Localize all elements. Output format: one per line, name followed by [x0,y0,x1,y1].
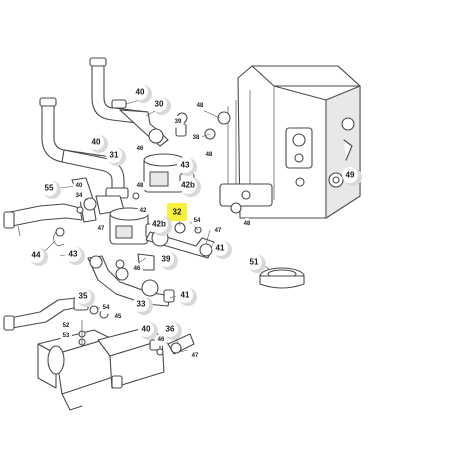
callout-30: 30 [151,96,171,115]
svg-text:35: 35 [79,292,88,301]
svg-text:55: 55 [45,184,54,193]
svg-text:42b: 42b [181,181,195,190]
callout-38: 38 [190,132,202,144]
clips-orings [17,111,242,356]
svg-text:33: 33 [137,300,146,309]
svg-text:42b: 42b [152,220,166,229]
callout-39: 39 [172,116,184,128]
callout-44: 44 [28,247,48,266]
boiler-housing [219,65,361,219]
callout-35: 35 [75,288,95,307]
callout-36: 36 [162,321,182,340]
callout-labels: 40 30 39 38 48 48 40 31 46 43 48 42b 49 … [28,84,362,362]
svg-text:54: 54 [103,305,110,311]
svg-text:52: 52 [63,323,70,329]
svg-text:53: 53 [63,333,70,339]
svg-text:48: 48 [197,103,204,109]
callout-43: 43 [177,157,197,176]
callout-45: 45 [112,311,124,323]
callout-54: 54 [191,215,203,227]
heat-exchanger [37,325,165,411]
callout-42: 42 [137,205,149,217]
callout-47: 47 [189,350,201,362]
callout-41: 41 [177,287,197,306]
svg-text:42: 42 [140,208,147,214]
svg-text:34: 34 [76,193,83,199]
callout-54: 54 [100,302,112,314]
upper-left-pipes [39,57,169,171]
callout-47: 47 [95,223,107,235]
hose-51 [259,267,305,289]
svg-text:43: 43 [181,161,190,170]
callout-43: 43 [65,246,85,265]
callout-40: 40 [132,84,152,103]
svg-text:40: 40 [142,325,151,334]
callout-48: 48 [134,180,146,192]
svg-text:40: 40 [76,183,83,189]
callout-48: 48 [203,149,215,161]
svg-text:46: 46 [158,337,165,343]
svg-text:54: 54 [194,218,201,224]
callout-52: 52 [60,320,72,332]
svg-text:46: 46 [137,146,144,152]
callout-34: 34 [73,190,85,202]
svg-text:51: 51 [250,258,259,267]
svg-text:40: 40 [92,138,101,147]
svg-text:39: 39 [162,255,171,264]
svg-text:47: 47 [192,353,199,359]
svg-text:31: 31 [110,151,119,160]
callout-55: 55 [41,180,61,199]
svg-text:36: 36 [166,325,175,334]
callout-33: 33 [133,296,153,315]
svg-text:47: 47 [215,228,222,234]
svg-text:44: 44 [32,251,41,260]
callout-53: 53 [60,330,72,342]
svg-text:39: 39 [175,119,182,125]
svg-text:46: 46 [134,266,141,272]
callout-32: 32 [167,203,187,221]
callout-40: 40 [138,321,158,340]
svg-text:48: 48 [244,221,251,227]
callout-46: 46 [131,263,143,275]
callout-46: 46 [155,334,167,346]
svg-text:43: 43 [69,250,78,259]
pump-42b-upper [143,153,195,193]
callout-42b: 42b [150,215,172,236]
callout-42b: 42b [179,176,201,197]
svg-text:49: 49 [346,171,355,180]
svg-text:32: 32 [173,208,182,217]
svg-text:41: 41 [181,291,190,300]
callout-49: 49 [342,167,362,186]
svg-text:48: 48 [137,183,144,189]
svg-text:38: 38 [193,135,200,141]
callout-40: 40 [73,180,85,192]
fitting-36 [167,333,195,355]
svg-text:45: 45 [115,314,122,320]
callout-40: 40 [88,134,108,153]
svg-text:30: 30 [155,100,164,109]
callout-31: 31 [106,147,126,166]
callout-48: 48 [194,100,206,112]
svg-text:40: 40 [136,88,145,97]
callout-39: 39 [158,251,178,270]
callout-46: 46 [134,143,146,155]
callout-48: 48 [241,218,253,230]
svg-text:47: 47 [98,226,105,232]
callout-47: 47 [212,225,224,237]
callout-51: 51 [246,254,266,273]
svg-text:41: 41 [216,244,225,253]
callout-41: 41 [212,240,232,259]
svg-text:48: 48 [206,152,213,158]
